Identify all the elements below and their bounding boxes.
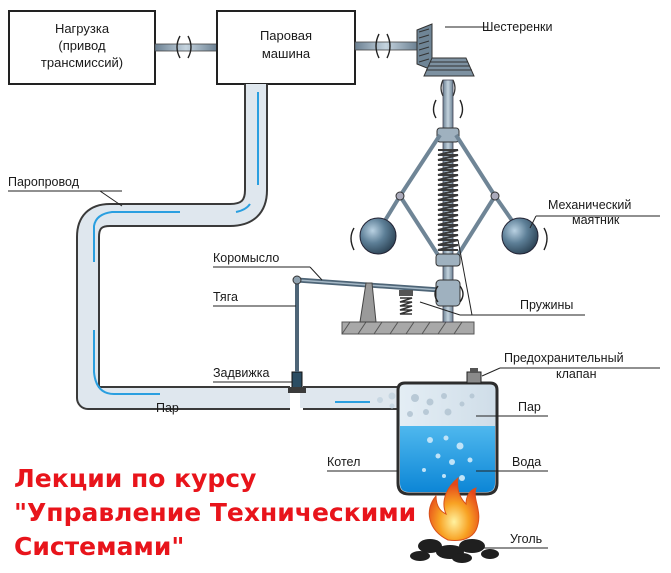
label-springs: Пружины	[419, 239, 585, 316]
label-pendulum: Механический маятник	[529, 198, 660, 229]
label-water: Вода	[476, 455, 548, 472]
label-safety-valve-line2: клапан	[556, 367, 597, 381]
label-safety-valve-line1: Предохранительный	[504, 351, 624, 365]
label-steam-line-text: Паропровод	[8, 175, 80, 189]
label-steam-boiler: Пар	[476, 400, 548, 417]
load-box: Нагрузка (привод трансмиссий)	[8, 10, 156, 85]
label-rod: Тяга	[213, 290, 296, 307]
boiler	[396, 368, 499, 496]
governor-ball-right	[501, 217, 539, 255]
caption-line-3: Системами"	[14, 532, 185, 561]
label-gears: Шестеренки	[482, 20, 552, 34]
lecture-caption: Лекции по курсу "Управление Техническими…	[14, 462, 416, 564]
engine-label-line2: машина	[262, 46, 311, 61]
label-springs-text: Пружины	[520, 298, 573, 312]
label-steam-pipe: Пар	[156, 401, 179, 415]
engine-shaft	[354, 33, 418, 59]
bubbles	[422, 435, 473, 481]
label-water-text: Вода	[512, 455, 541, 469]
label-pendulum-line2: маятник	[572, 213, 620, 227]
safety-valve	[466, 371, 482, 384]
label-safety-valve: Предохранительный клапан	[481, 351, 660, 381]
governor-base	[341, 282, 475, 335]
steam-dots	[407, 393, 475, 417]
engine-box: Паровая машина	[216, 10, 356, 85]
label-boiler-text: Котел	[327, 455, 360, 469]
spring-small	[399, 290, 413, 315]
label-rocker-text: Коромысло	[213, 251, 279, 265]
label-rocker: Коромысло	[213, 251, 323, 281]
coal	[410, 539, 499, 563]
label-steam-pipe-text: Пар	[156, 401, 179, 415]
label-steam-line: Паропровод	[8, 175, 123, 207]
steam-pipe	[76, 84, 405, 410]
caption-line-1: Лекции по курсу	[14, 464, 257, 493]
load-label-line1: Нагрузка	[55, 21, 110, 36]
label-steam-boiler-text: Пар	[518, 400, 541, 414]
label-rod-text: Тяга	[213, 290, 238, 304]
label-valve: Задвижка	[213, 366, 292, 383]
label-boiler: Котел	[327, 455, 398, 472]
label-coal-text: Уголь	[510, 532, 542, 546]
centrifugal-governor	[350, 79, 548, 323]
fire	[428, 476, 480, 541]
load-shaft	[154, 35, 218, 59]
bevel-gears	[416, 23, 488, 77]
label-coal: Уголь	[484, 532, 548, 549]
caption-line-2: "Управление Техническими	[14, 498, 417, 527]
governor-ball-left	[359, 217, 397, 255]
label-gears-text: Шестеренки	[482, 20, 552, 34]
load-label-line2: (привод	[58, 38, 106, 53]
load-label-line3: трансмиссий)	[41, 55, 123, 70]
label-valve-text: Задвижка	[213, 366, 270, 380]
engine-label-line1: Паровая	[260, 28, 312, 43]
label-pendulum-line1: Механический	[548, 198, 631, 212]
